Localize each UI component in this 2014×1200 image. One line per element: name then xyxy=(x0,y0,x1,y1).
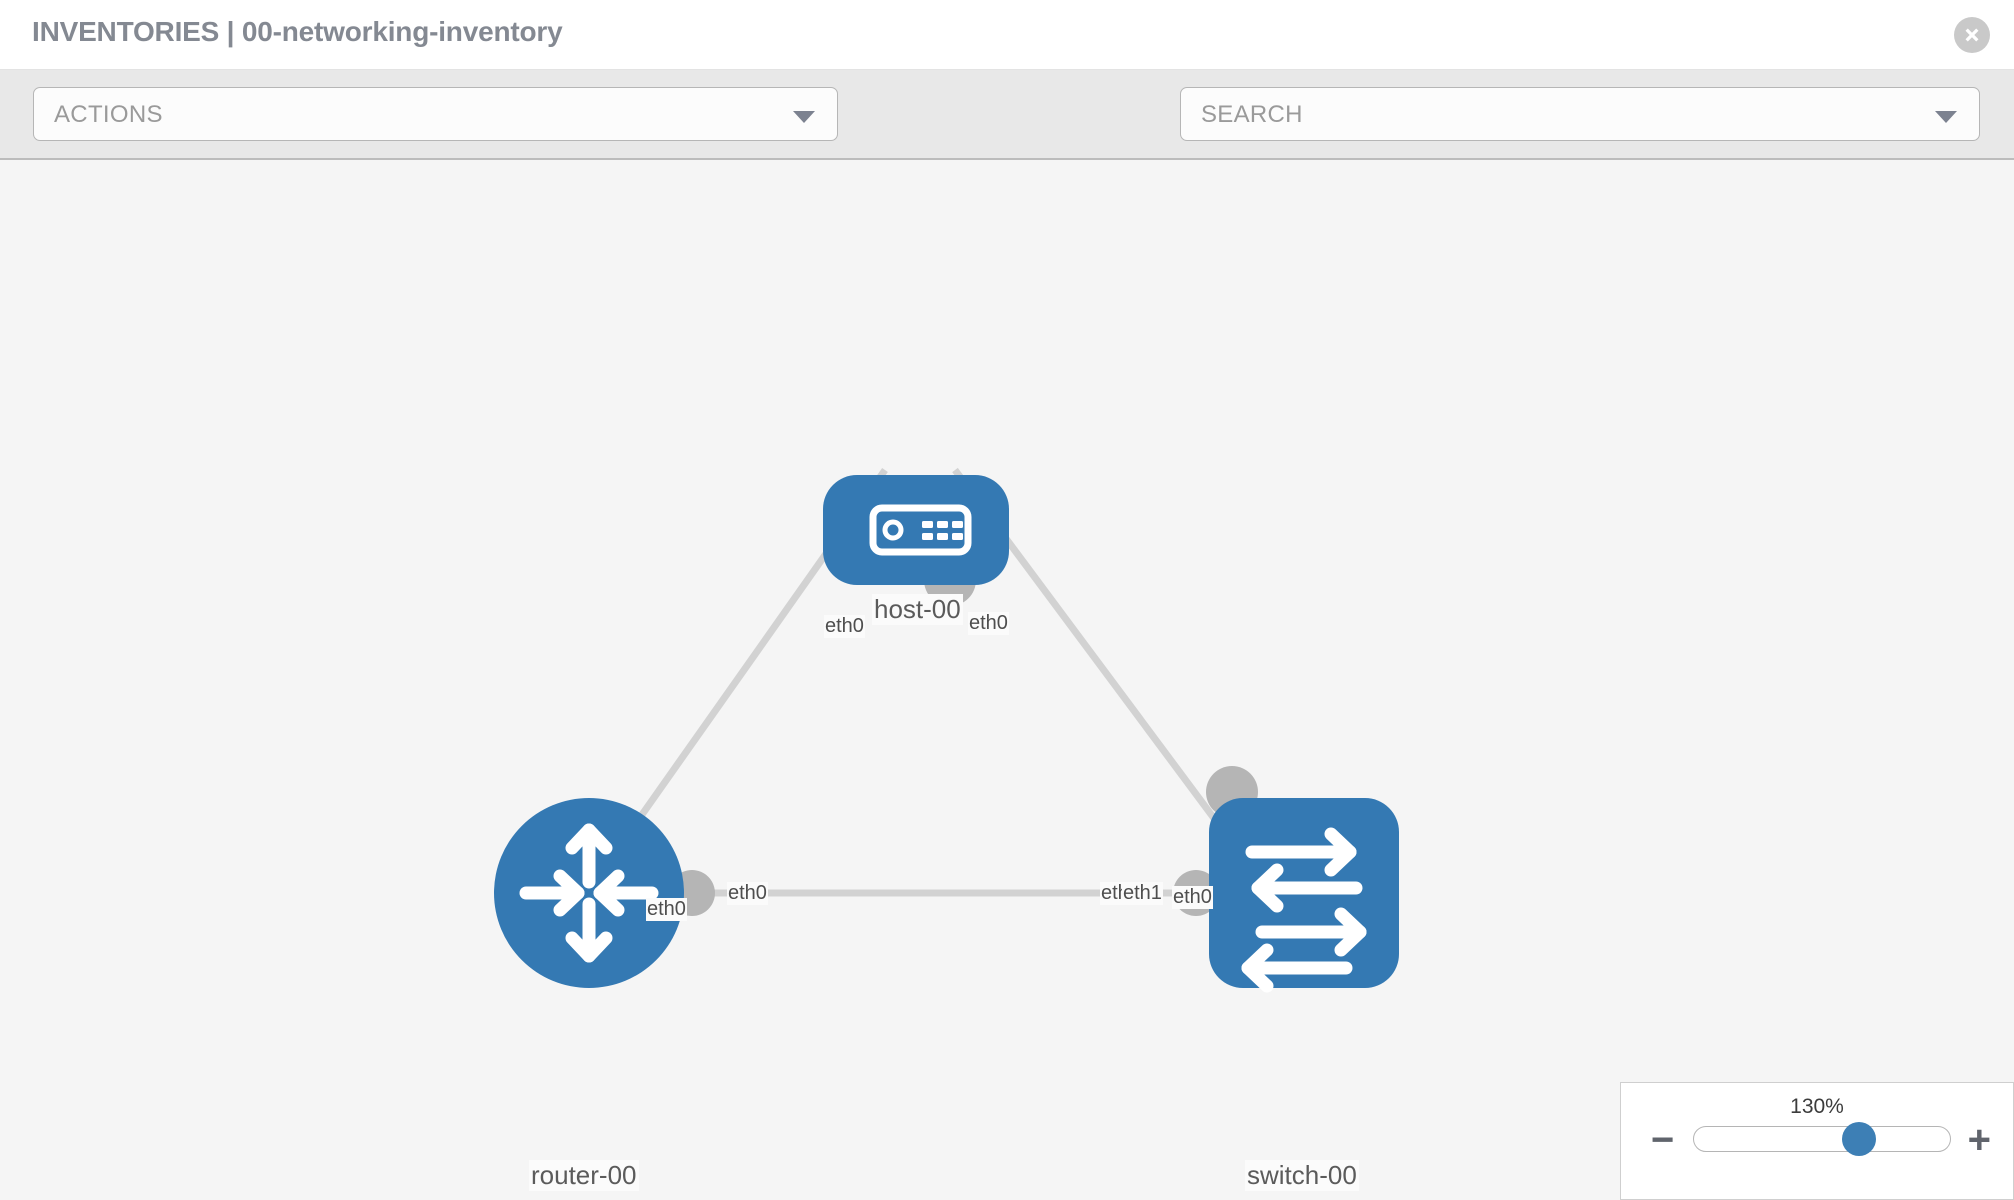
zoom-control-panel: 130% − + xyxy=(1620,1082,2014,1200)
node-label-router-00: router-00 xyxy=(529,1160,639,1191)
if-label-host-right: eth0 xyxy=(968,612,1009,635)
zoom-slider[interactable] xyxy=(1693,1122,1951,1156)
chevron-down-icon xyxy=(1935,111,1957,123)
server-appliance-icon xyxy=(869,504,972,556)
router-four-arrows-icon xyxy=(519,823,659,963)
topology-canvas[interactable]: host-00 router-00 switch-00 eth0 eth0 et… xyxy=(0,160,2014,1200)
page-header: INVENTORIES | 00-networking-inventory xyxy=(0,0,2014,70)
if-label-router-right: eth0 xyxy=(727,882,768,905)
actions-dropdown-label: ACTIONS xyxy=(54,101,163,128)
zoom-in-button[interactable]: + xyxy=(1967,1118,1991,1162)
node-label-switch-00: switch-00 xyxy=(1245,1160,1359,1191)
page-title: INVENTORIES | 00-networking-inventory xyxy=(32,16,563,47)
node-label-host-00: host-00 xyxy=(872,594,963,625)
actions-dropdown[interactable]: ACTIONS xyxy=(33,87,838,141)
node-router-00[interactable] xyxy=(494,798,684,988)
node-switch-00[interactable] xyxy=(1209,798,1399,993)
switch-exchange-arrows-icon xyxy=(1241,827,1367,993)
node-host-00[interactable] xyxy=(823,475,1009,585)
toolbar: ACTIONS SEARCH xyxy=(0,70,2014,199)
zoom-out-button[interactable]: − xyxy=(1651,1118,1675,1162)
topology-graph xyxy=(494,467,1399,993)
zoom-level-label: 130% xyxy=(1790,1095,1844,1118)
if-label-host-left: eth0 xyxy=(824,615,865,638)
if-label-router-up: eth0 xyxy=(646,898,687,921)
search-input[interactable]: SEARCH xyxy=(1180,87,1980,141)
search-placeholder: SEARCH xyxy=(1201,101,1303,128)
chevron-down-icon xyxy=(793,111,815,123)
interface-nubs xyxy=(669,554,1258,916)
zoom-slider-thumb[interactable] xyxy=(1841,1122,1876,1156)
if-label-switch-left-b: eth1 xyxy=(1122,882,1163,905)
if-label-switch-up: eth0 xyxy=(1172,886,1213,909)
close-icon xyxy=(1965,28,1979,42)
close-button[interactable] xyxy=(1954,17,1990,53)
